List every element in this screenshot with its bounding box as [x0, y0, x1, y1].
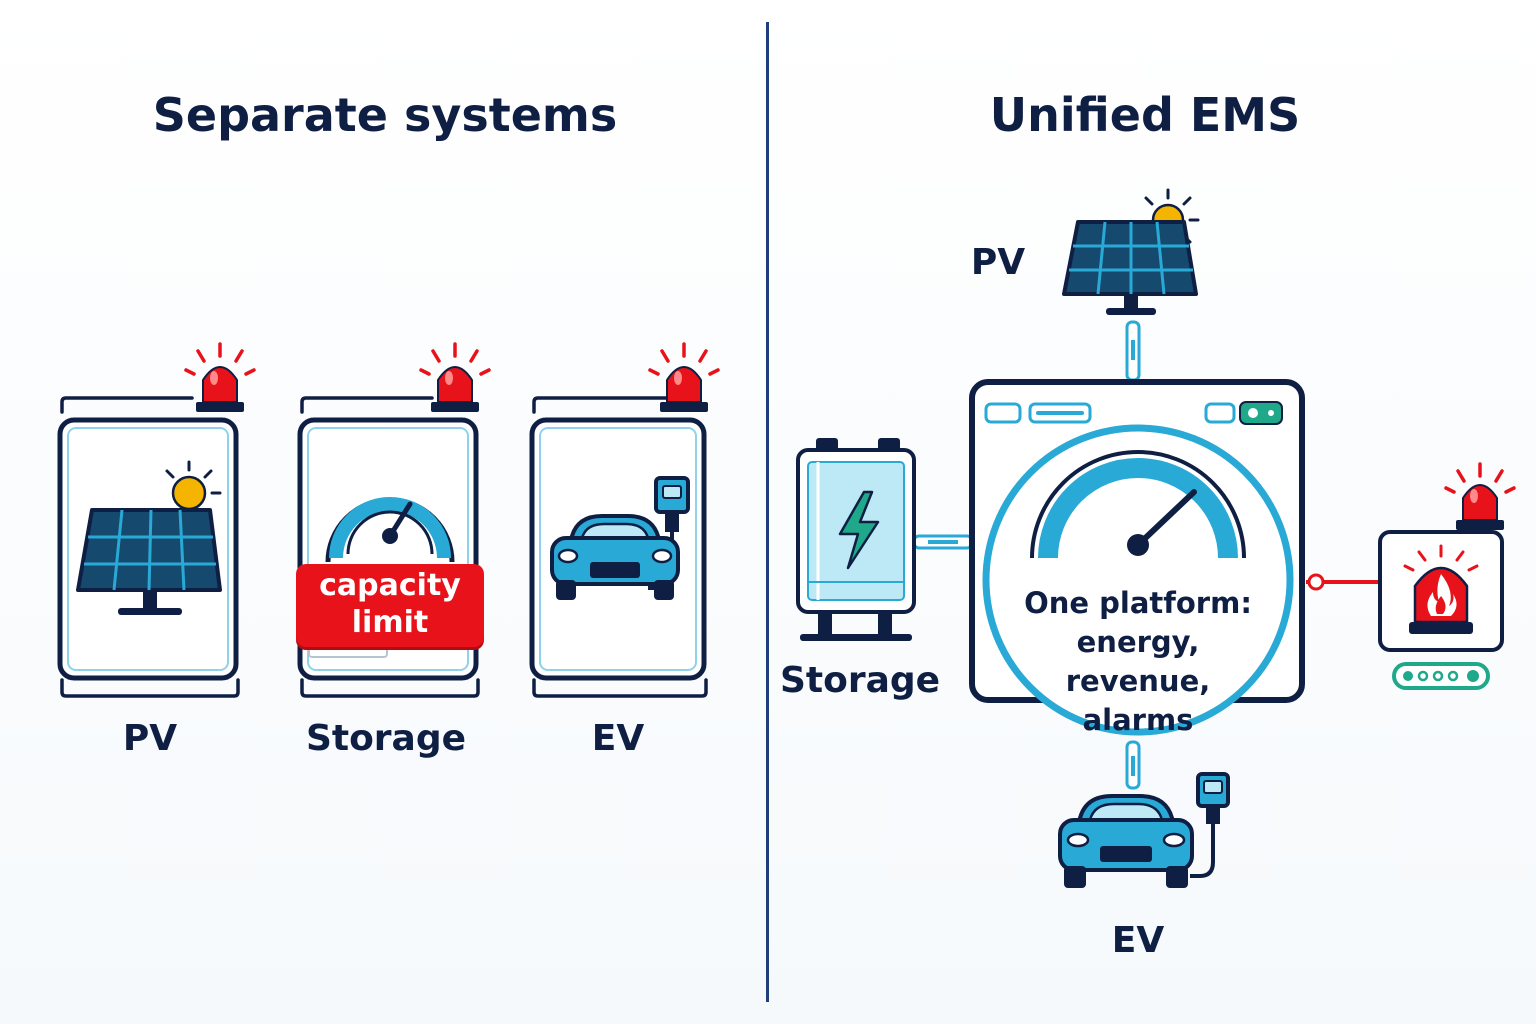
left-title: Separate systems — [152, 88, 618, 142]
storage-card-label: Storage — [305, 718, 467, 759]
ev-card-label: EV — [591, 718, 645, 759]
siren-icon — [419, 342, 491, 412]
battery-bolt-icon — [796, 438, 916, 641]
pv-card — [57, 342, 256, 698]
status-indicator-bar — [1392, 662, 1490, 690]
ev-card — [529, 342, 720, 698]
siren-icon — [648, 342, 720, 412]
solar-panel-icon — [76, 508, 222, 615]
storage-label: Storage — [780, 660, 941, 701]
ev-car-icon — [550, 514, 680, 600]
pv-label: PV — [970, 242, 1026, 283]
right-title: Unified EMS — [989, 88, 1301, 142]
unified-ems-diagram — [796, 188, 1516, 888]
ev-label: EV — [1111, 920, 1165, 961]
ev-car-icon — [1058, 794, 1194, 888]
gauge-icon — [1030, 450, 1246, 559]
pv-card-label: PV — [122, 718, 178, 759]
platform-description: One platform: energy, revenue, alarms — [1024, 586, 1252, 737]
siren-icon — [184, 342, 256, 412]
siren-icon — [1444, 462, 1516, 530]
gauge-icon — [325, 497, 455, 563]
solar-panel-icon — [1062, 220, 1198, 315]
connector-lines — [912, 320, 1380, 790]
charger-plug-icon — [1190, 772, 1230, 878]
capacity-limit-badge: capacity limit — [296, 564, 484, 647]
fire-alarm-icon — [1403, 544, 1479, 634]
panel-divider — [766, 22, 769, 1002]
